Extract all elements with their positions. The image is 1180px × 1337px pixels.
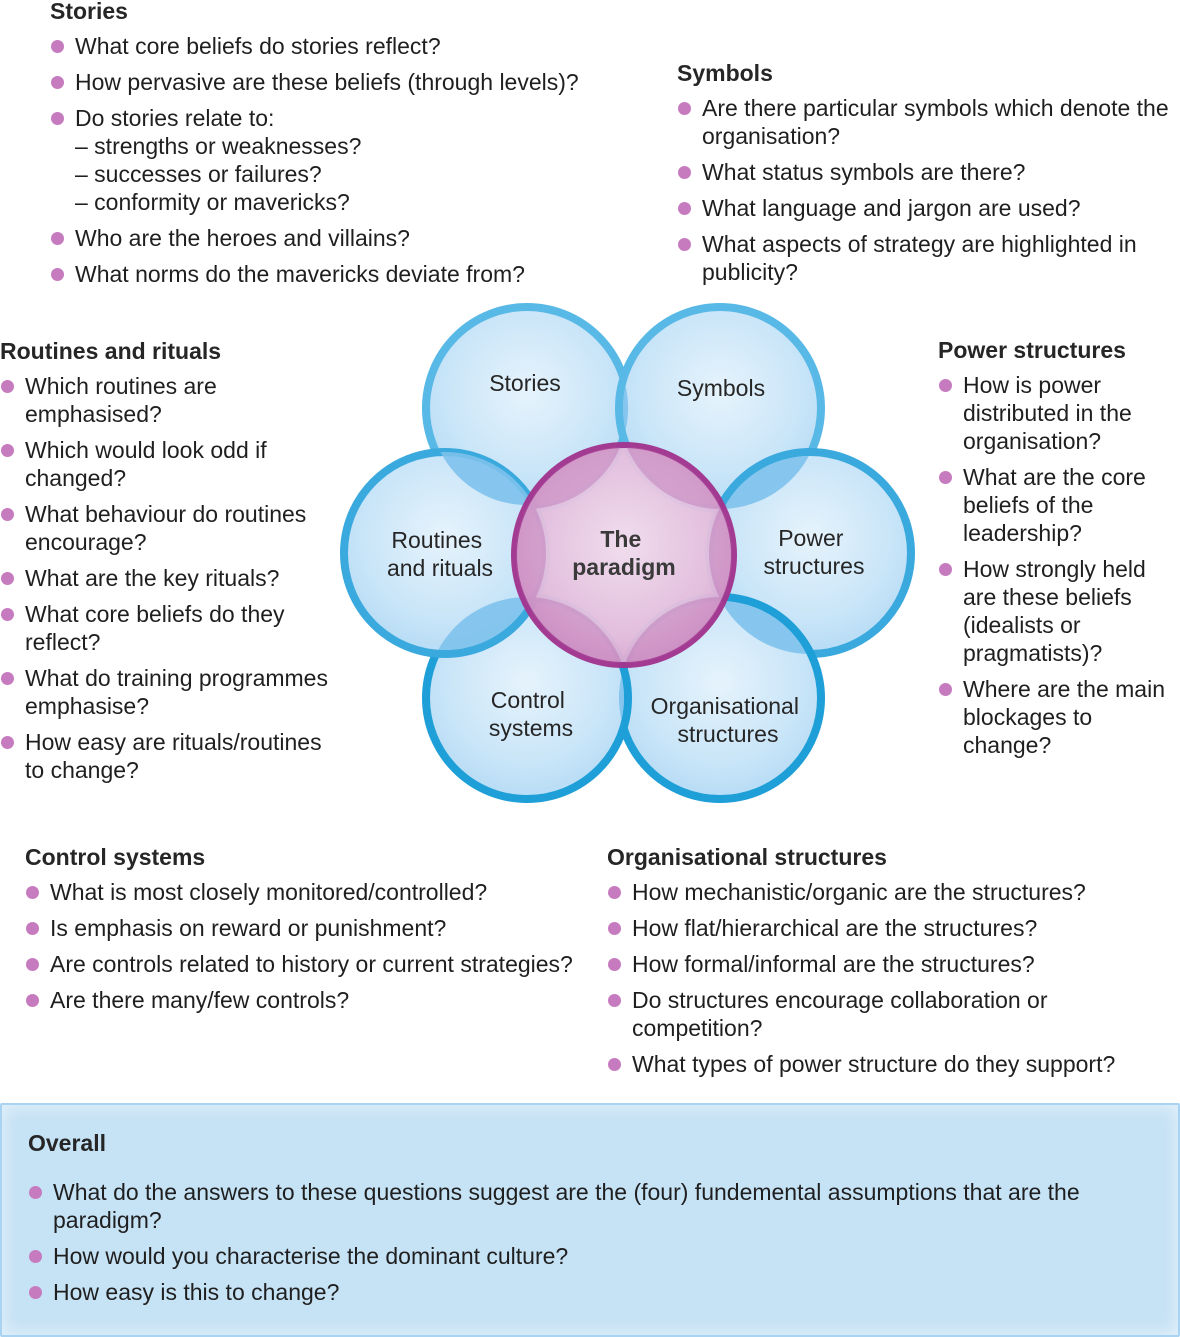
section-routines-and-rituals: Routines and rituals Which routines are … (0, 338, 335, 784)
question-item: What aspects of strategy are highlighted… (677, 230, 1180, 286)
question-item: Who are the heroes and villains? (50, 224, 640, 252)
question-list-routines: Which routines are emphasised? Which wou… (0, 372, 335, 784)
question-item: Are there particular symbols which denot… (677, 94, 1180, 150)
question-item: What do the answers to these questions s… (28, 1178, 1158, 1234)
question-list-stories: What core beliefs do stories reflect? Ho… (50, 32, 640, 288)
section-overall: Overall What do the answers to these que… (28, 1130, 1158, 1306)
section-title-symbols: Symbols (677, 60, 773, 86)
section-power-structures: Power structures How is power distribute… (938, 337, 1180, 759)
section-title-stories: Stories (50, 0, 128, 24)
label-stories: Stories (489, 370, 561, 396)
section-title-control-systems: Control systems (25, 844, 206, 870)
question-item: What core beliefs do they reflect? (0, 600, 335, 656)
label-routines-and-rituals: Routines and rituals (387, 527, 493, 581)
section-title-organisational-structures: Organisational structures (607, 844, 887, 870)
question-item: What core beliefs do stories reflect? (50, 32, 640, 60)
question-item: What status symbols are there? (677, 158, 1180, 186)
question-item: How is power distributed in the organisa… (938, 371, 1180, 455)
question-list-control: What is most closely monitored/controlle… (25, 878, 585, 1014)
question-list-organisational: How mechanistic/organic are the structur… (607, 878, 1180, 1078)
question-item: What types of power structure do they su… (607, 1050, 1180, 1078)
question-item: How flat/hierarchical are the structures… (607, 914, 1180, 942)
question-item: What behaviour do routines encourage? (0, 500, 335, 556)
question-item: Do structures encourage collaboration or… (607, 986, 1180, 1042)
label-the-paradigm: The paradigm (572, 526, 676, 580)
section-symbols: Symbols Are there particular symbols whi… (677, 60, 1180, 286)
question-item: What norms do the mavericks deviate from… (50, 260, 640, 288)
section-title-routines-and-rituals: Routines and rituals (0, 338, 222, 364)
section-organisational-structures: Organisational structures How mechanisti… (607, 844, 1180, 1078)
question-item: What are the core beliefs of the leaders… (938, 463, 1180, 547)
label-control-systems: Control systems (489, 687, 573, 741)
question-item: How easy is this to change? (28, 1278, 1158, 1306)
question-item: What are the key rituals? (0, 564, 335, 592)
question-item: How formal/informal are the structures? (607, 950, 1180, 978)
label-power-structures: Power structures (764, 525, 865, 579)
question-item: How mechanistic/organic are the structur… (607, 878, 1180, 906)
question-item: Which would look odd if changed? (0, 436, 335, 492)
question-item: What do training programmes emphasise? (0, 664, 335, 720)
section-stories: Stories What core beliefs do stories ref… (50, 0, 640, 288)
section-title-power-structures: Power structures (938, 337, 1126, 363)
question-item: What language and jargon are used? (677, 194, 1180, 222)
question-list-overall: What do the answers to these questions s… (28, 1178, 1158, 1306)
question-item: Is emphasis on reward or punishment? (25, 914, 585, 942)
paradigm-circle (511, 442, 737, 668)
overall-panel (0, 1103, 1180, 1337)
question-list-power: How is power distributed in the organisa… (938, 371, 1180, 759)
question-list-symbols: Are there particular symbols which denot… (677, 94, 1180, 286)
question-item: Are controls related to history or curre… (25, 950, 585, 978)
question-item: How strongly held are these beliefs (ide… (938, 555, 1180, 667)
label-organisational-structures: Organisational structures (651, 693, 806, 747)
question-item: How pervasive are these beliefs (through… (50, 68, 640, 96)
question-item: What is most closely monitored/controlle… (25, 878, 585, 906)
question-item: How would you characterise the dominant … (28, 1242, 1158, 1270)
question-item: How easy are rituals/routines to change? (0, 728, 335, 784)
section-control-systems: Control systems What is most closely mon… (25, 844, 585, 1014)
question-item: Which routines are emphasised? (0, 372, 335, 428)
section-title-overall: Overall (28, 1130, 106, 1156)
question-item: Where are the main blockages to change? (938, 675, 1180, 759)
question-item: Do stories relate to: – strengths or wea… (50, 104, 640, 216)
label-symbols: Symbols (677, 375, 765, 401)
question-item: Are there many/few controls? (25, 986, 585, 1014)
